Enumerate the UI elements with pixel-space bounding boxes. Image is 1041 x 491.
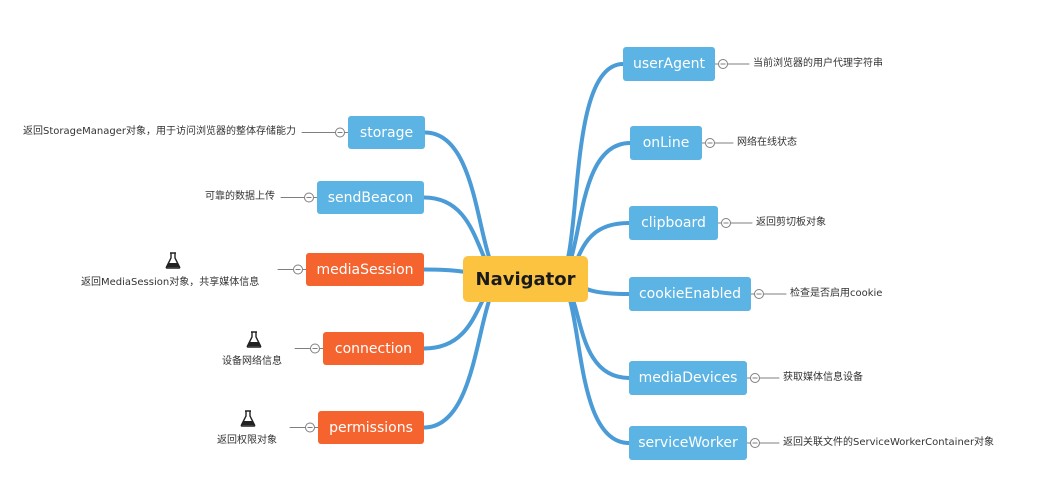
node-label: mediaSession xyxy=(316,261,414,278)
desc-mediadevices: 获取媒体信息设备 xyxy=(783,372,863,383)
desc-sendbeacon: 可靠的数据上传 xyxy=(205,191,275,202)
node-mediasession[interactable]: mediaSession xyxy=(306,253,424,286)
desc-permissions: 返回权限对象 xyxy=(217,435,277,446)
node-label: permissions xyxy=(329,419,413,436)
flask-icon xyxy=(165,252,181,269)
node-connection[interactable]: connection xyxy=(323,332,424,365)
node-permissions[interactable]: permissions xyxy=(318,411,424,444)
node-clipboard[interactable]: clipboard xyxy=(629,206,718,240)
desc-online: 网络在线状态 xyxy=(737,137,797,148)
node-label: connection xyxy=(334,340,413,357)
node-storage[interactable]: storage xyxy=(348,116,425,149)
node-label: onLine xyxy=(642,135,690,151)
desc-serviceworker: 返回关联文件的ServiceWorkerContainer对象 xyxy=(783,437,995,448)
flask-icon xyxy=(246,331,262,348)
node-online[interactable]: onLine xyxy=(630,126,702,160)
node-mediadevices[interactable]: mediaDevices xyxy=(629,361,747,395)
node-useragent[interactable]: userAgent xyxy=(623,47,715,81)
node-sendbeacon[interactable]: sendBeacon xyxy=(317,181,424,214)
node-label: mediaDevices xyxy=(638,370,738,386)
node-label: cookieEnabled xyxy=(638,286,741,302)
node-label: serviceWorker xyxy=(638,435,738,451)
flask-icon xyxy=(240,410,256,427)
desc-useragent: 当前浏览器的用户代理字符串 xyxy=(753,58,883,69)
root-node-navigator[interactable]: Navigator xyxy=(463,256,588,302)
branch-line-right-5 xyxy=(553,277,631,445)
node-serviceworker[interactable]: serviceWorker xyxy=(629,426,747,460)
desc-cookieenabled: 检查是否启用cookie xyxy=(790,288,883,299)
desc-storage: 返回StorageManager对象，用于访问浏览器的整体存储能力 xyxy=(23,126,296,137)
desc-connection: 设备网络信息 xyxy=(222,356,282,367)
node-label: clipboard xyxy=(641,215,706,231)
desc-clipboard: 返回剪切板对象 xyxy=(756,217,826,228)
node-label: sendBeacon xyxy=(327,189,414,206)
root-label: Navigator xyxy=(475,268,576,290)
node-label: userAgent xyxy=(633,56,705,72)
branch-line-right-0 xyxy=(553,62,625,281)
node-label: storage xyxy=(359,124,414,141)
node-cookieenabled[interactable]: cookieEnabled xyxy=(629,277,751,311)
desc-mediasession: 返回MediaSession对象，共享媒体信息 xyxy=(81,277,260,288)
